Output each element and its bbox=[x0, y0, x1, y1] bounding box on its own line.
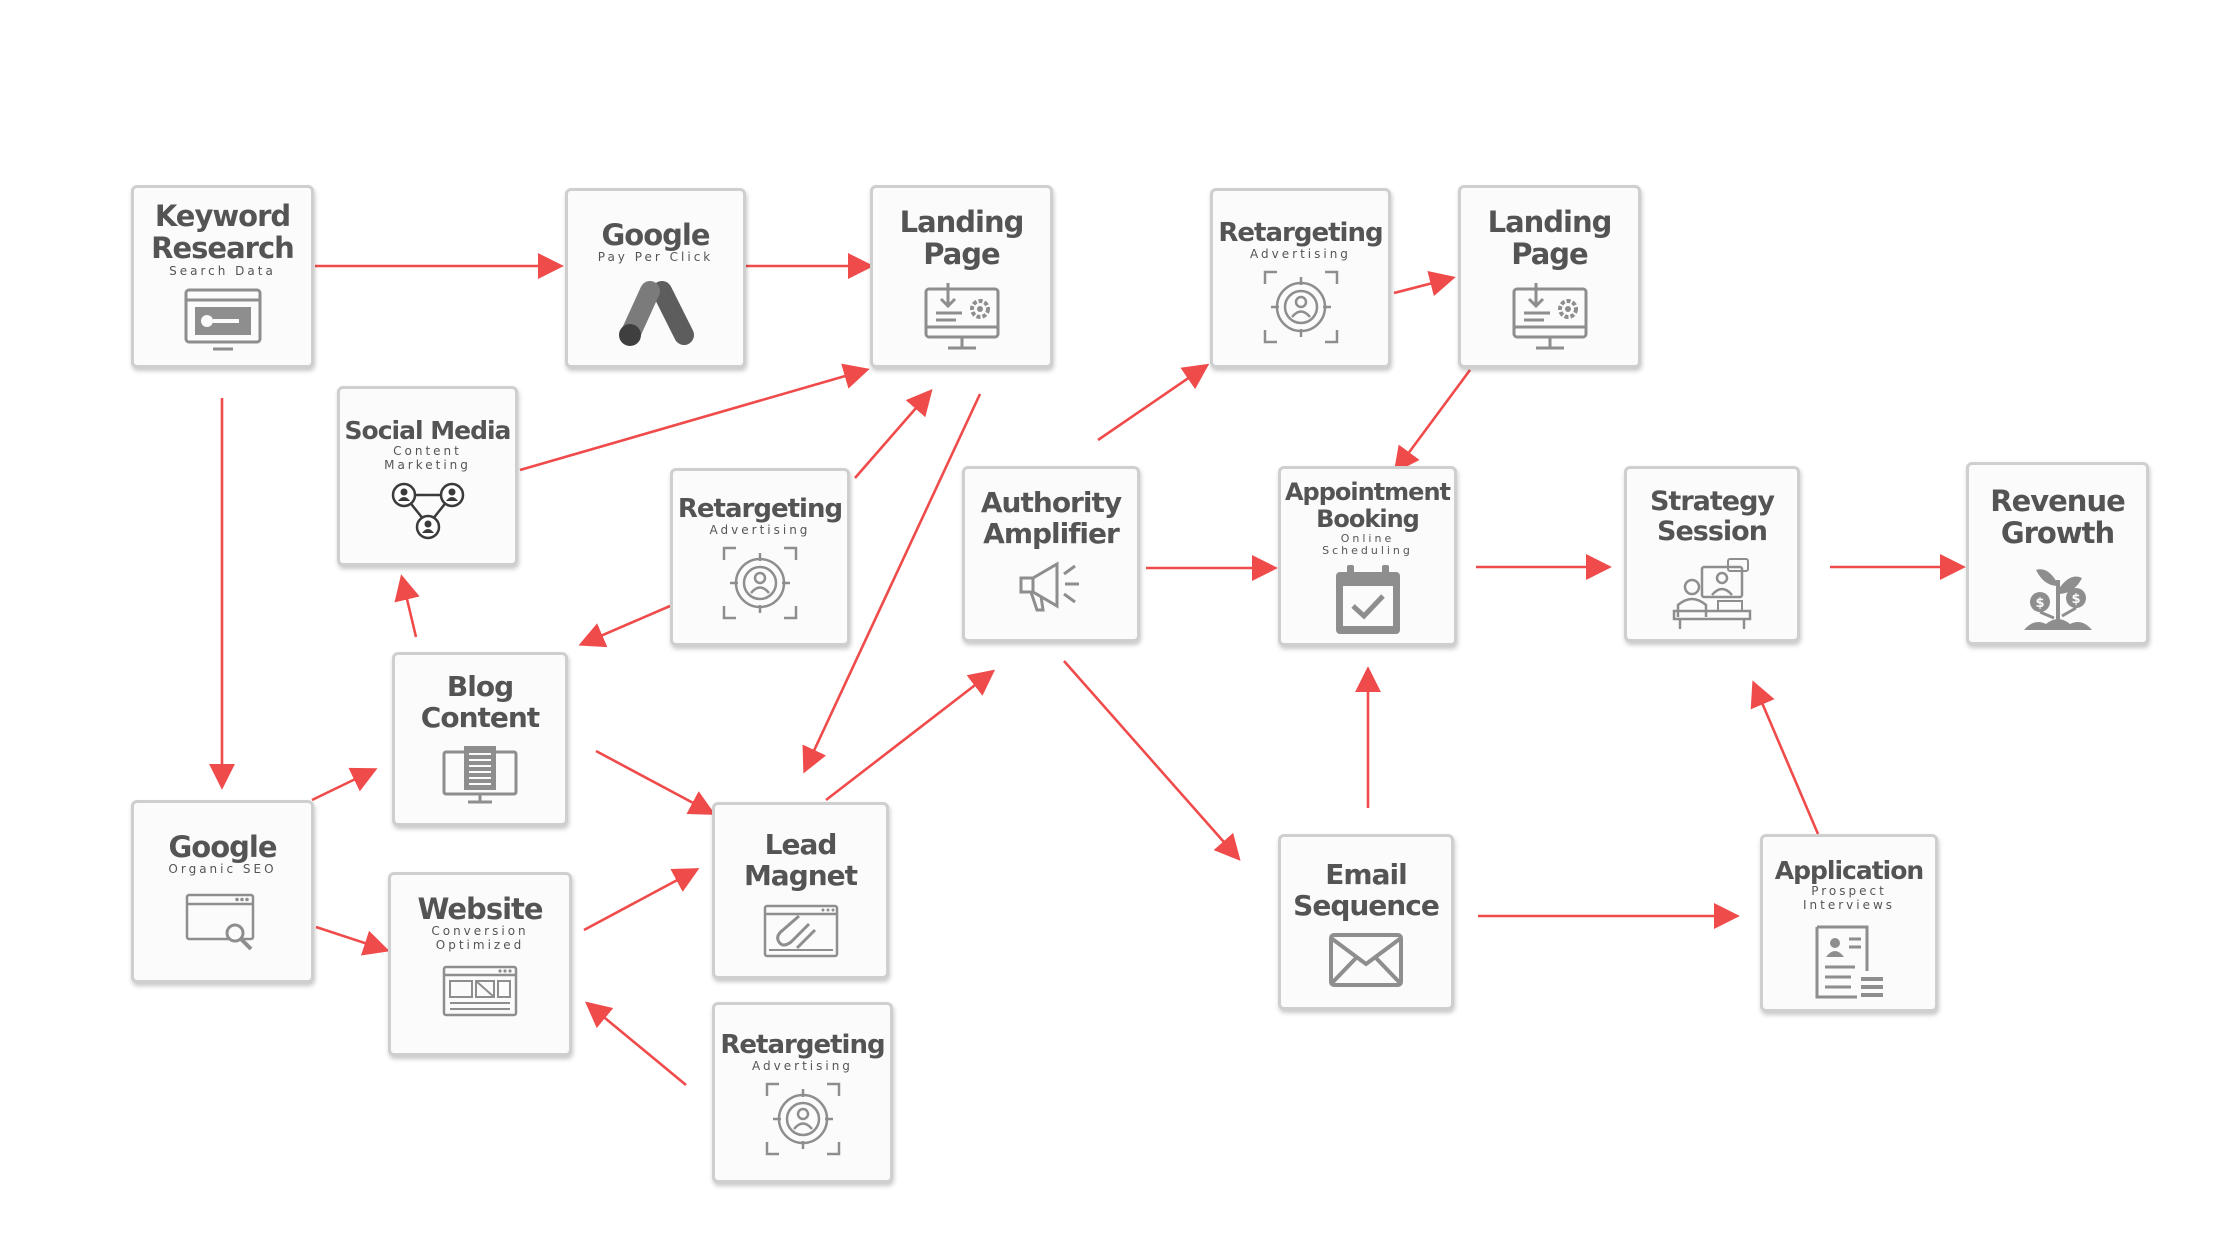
node-subtitle: Scheduling bbox=[1322, 544, 1413, 558]
node-title: Revenue bbox=[1990, 484, 2126, 518]
node-title: Content bbox=[420, 701, 540, 735]
edge-google-seo-to-blog-content bbox=[311, 767, 378, 802]
target-person-icon bbox=[1263, 270, 1338, 344]
node-subtitle: Conversion bbox=[431, 924, 529, 939]
edge-retargeting-top-to-landing-page-2 bbox=[1393, 270, 1456, 297]
edge-google-seo-to-website bbox=[315, 925, 390, 956]
network-people-icon bbox=[391, 482, 464, 539]
node-subtitle: Advertising bbox=[709, 523, 811, 538]
monitor-magnet-icon bbox=[763, 904, 838, 957]
edge-retargeting-mid-to-blog-content bbox=[578, 604, 671, 648]
node-strategy-session[interactable]: Strategy Session bbox=[1624, 466, 1800, 642]
node-google-seo[interactable]: Google Organic SEO bbox=[131, 800, 314, 983]
edge-landing-page-1-to-lead-magnet bbox=[802, 393, 982, 774]
edge-application-to-strategy-session bbox=[1750, 680, 1820, 835]
node-blog-content[interactable]: Blog Content bbox=[392, 652, 568, 826]
node-application[interactable]: Application Prospect Interviews bbox=[1760, 834, 1938, 1012]
node-title: Sequence bbox=[1293, 889, 1440, 923]
node-subtitle: Advertising bbox=[1250, 247, 1351, 262]
edge-lead-magnet-to-authority-amplifier bbox=[825, 669, 996, 802]
megaphone-icon bbox=[1019, 561, 1079, 612]
node-landing-page-2[interactable]: Landing Page bbox=[1458, 185, 1641, 368]
node-landing-page-1[interactable]: Landing Page bbox=[870, 185, 1053, 368]
node-social-media[interactable]: Social Media Content Marketing bbox=[337, 386, 518, 566]
edge-authority-amplifier-to-email-sequence bbox=[1063, 660, 1241, 861]
node-title: Appointment bbox=[1284, 478, 1451, 506]
edge-blog-content-to-lead-magnet bbox=[595, 749, 716, 815]
node-email-sequence[interactable]: Email Sequence bbox=[1278, 834, 1454, 1010]
node-title: Retargeting bbox=[677, 494, 843, 524]
node-lead-magnet[interactable]: Lead Magnet bbox=[712, 802, 889, 979]
browser-key-icon bbox=[184, 288, 261, 351]
node-retargeting-top[interactable]: Retargeting Advertising bbox=[1210, 188, 1391, 368]
node-title: Growth bbox=[2000, 516, 2115, 551]
node-title: Amplifier bbox=[983, 517, 1120, 551]
svg-text:$: $ bbox=[2035, 596, 2044, 611]
node-title: Retargeting bbox=[1218, 218, 1383, 248]
node-title: Page bbox=[1511, 237, 1588, 272]
node-title: Landing bbox=[899, 205, 1025, 239]
node-subtitle: Content bbox=[393, 444, 462, 458]
node-title: Retargeting bbox=[720, 1030, 885, 1060]
video-meeting-icon bbox=[1672, 558, 1752, 630]
node-retargeting-mid[interactable]: Retargeting Advertising bbox=[670, 468, 850, 646]
node-subtitle: Interviews bbox=[1802, 897, 1896, 912]
node-title: Research bbox=[151, 231, 295, 266]
resume-document-icon bbox=[1815, 925, 1883, 999]
node-subtitle: Organic SEO bbox=[168, 862, 277, 877]
node-subtitle: Marketing bbox=[384, 457, 471, 472]
node-title: Social Media bbox=[344, 416, 512, 445]
edge-retargeting-bottom-to-website bbox=[584, 1001, 687, 1087]
envelope-icon bbox=[1329, 932, 1403, 987]
node-title: Strategy bbox=[1649, 486, 1775, 517]
node-subtitle: Search Data bbox=[169, 263, 276, 278]
node-subtitle: Advertising bbox=[752, 1059, 853, 1074]
node-title: Magnet bbox=[743, 859, 858, 893]
browser-search-icon bbox=[185, 894, 254, 951]
node-retargeting-bottom[interactable]: Retargeting Advertising bbox=[712, 1002, 893, 1183]
node-title: Session bbox=[1657, 516, 1768, 548]
node-title: Authority bbox=[980, 486, 1122, 519]
node-subtitle: Optimized bbox=[435, 938, 525, 953]
node-title: Page bbox=[923, 237, 1000, 272]
node-appointment-booking[interactable]: Appointment Booking Online Scheduling bbox=[1278, 466, 1457, 646]
node-title: Google bbox=[601, 218, 710, 252]
target-person-icon bbox=[722, 546, 798, 620]
node-title: Lead bbox=[764, 828, 838, 861]
edge-retargeting-mid-to-landing-page-1 bbox=[854, 389, 933, 479]
node-website[interactable]: Website Conversion Optimized bbox=[388, 872, 572, 1056]
node-title: Application bbox=[1774, 856, 1924, 885]
node-title: Google bbox=[168, 830, 277, 864]
target-person-icon bbox=[765, 1082, 840, 1156]
edge-blog-content-to-social-media bbox=[394, 574, 420, 638]
monitor-document-icon bbox=[442, 745, 518, 804]
web-layout-icon bbox=[442, 965, 518, 1017]
calendar-check-icon bbox=[1335, 565, 1400, 635]
node-revenue-growth[interactable]: Revenue Growth $ $ bbox=[1966, 462, 2149, 645]
node-title: Website bbox=[417, 892, 543, 926]
node-subtitle: Prospect bbox=[1811, 884, 1887, 898]
node-subtitle: Online bbox=[1340, 531, 1395, 545]
svg-text:$: $ bbox=[2071, 592, 2080, 607]
money-plant-icon: $ $ bbox=[2023, 569, 2092, 630]
node-title: Blog bbox=[446, 670, 514, 703]
monitor-download-gear-icon bbox=[924, 282, 999, 350]
node-google-ppc[interactable]: Google Pay Per Click bbox=[565, 188, 746, 368]
google-ads-logo bbox=[618, 281, 694, 347]
node-subtitle: Pay Per Click bbox=[597, 250, 714, 265]
monitor-download-gear-icon bbox=[1512, 282, 1587, 350]
edge-landing-page-2-to-appointment-booking bbox=[1393, 369, 1472, 474]
node-keyword-research[interactable]: Keyword Research Search Data bbox=[131, 185, 314, 368]
node-title: Booking bbox=[1316, 504, 1420, 533]
node-title: Keyword bbox=[154, 199, 291, 233]
node-title: Landing bbox=[1487, 205, 1613, 239]
edge-website-to-lead-magnet bbox=[583, 868, 700, 932]
edge-authority-amplifier-to-retargeting-top bbox=[1097, 363, 1210, 442]
edge-social-media-to-landing-page-1 bbox=[519, 363, 870, 472]
node-authority-amplifier[interactable]: Authority Amplifier bbox=[962, 466, 1140, 642]
node-title: Email bbox=[1325, 858, 1407, 891]
